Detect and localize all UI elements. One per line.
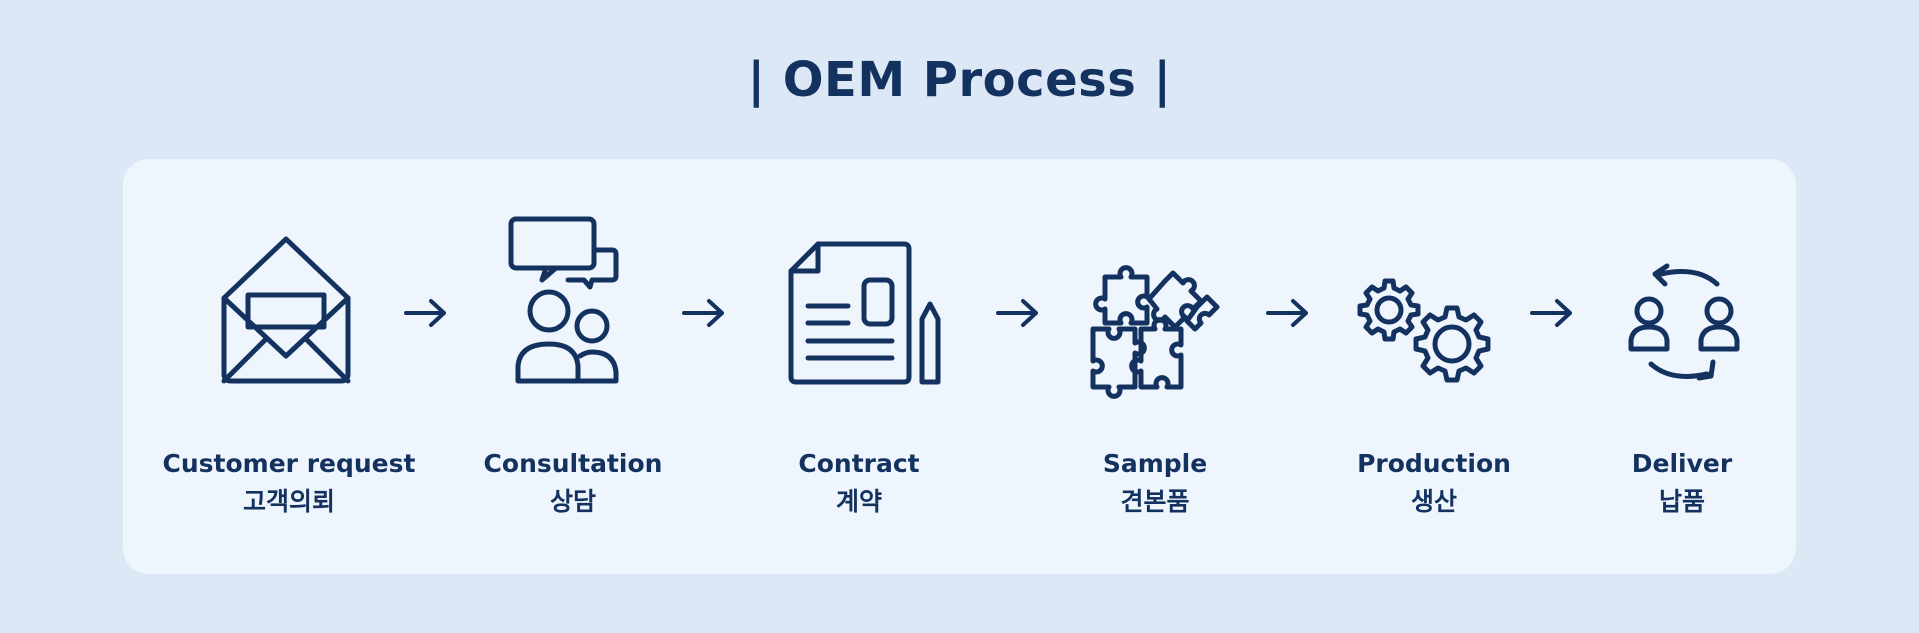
step-label-consultation: Consultation 상담 — [443, 446, 703, 522]
step-label-en: Customer request — [162, 449, 416, 478]
arrow-right-icon — [996, 298, 1040, 328]
process-panel — [123, 159, 1796, 574]
exchange-icon — [1627, 263, 1741, 384]
contract-icon — [788, 241, 941, 385]
diagram-title: | OEM Process | — [747, 52, 1172, 108]
step-label-contract: Contract 계약 — [729, 446, 989, 522]
arrow-right-icon — [1530, 298, 1574, 328]
step-label-en: Consultation — [483, 449, 663, 478]
step-label-ko: 납품 — [1658, 487, 1705, 516]
envelope-icon — [220, 236, 352, 384]
step-label-deliver: Deliver 납품 — [1552, 446, 1812, 522]
arrow-right-icon — [404, 298, 448, 328]
arrow-right-icon — [682, 298, 726, 328]
step-label-en: Deliver — [1631, 449, 1733, 478]
step-label-ko: 견본품 — [1120, 487, 1190, 516]
step-label-en: Production — [1357, 449, 1511, 478]
step-label-ko: 고객의뢰 — [242, 487, 335, 516]
step-label-en: Contract — [798, 449, 920, 478]
step-label-customer-request: Customer request 고객의뢰 — [159, 446, 419, 522]
step-label-production: Production 생산 — [1304, 446, 1564, 522]
arrow-right-icon — [1266, 298, 1310, 328]
step-label-ko: 상담 — [549, 487, 596, 516]
step-label-ko: 계약 — [835, 487, 882, 516]
consultation-icon — [508, 216, 620, 384]
step-label-sample: Sample 견본품 — [1025, 446, 1285, 522]
step-label-ko: 생산 — [1410, 487, 1457, 516]
step-label-en: Sample — [1102, 449, 1208, 478]
gears-icon — [1357, 278, 1493, 390]
puzzle-icon — [1089, 265, 1221, 399]
